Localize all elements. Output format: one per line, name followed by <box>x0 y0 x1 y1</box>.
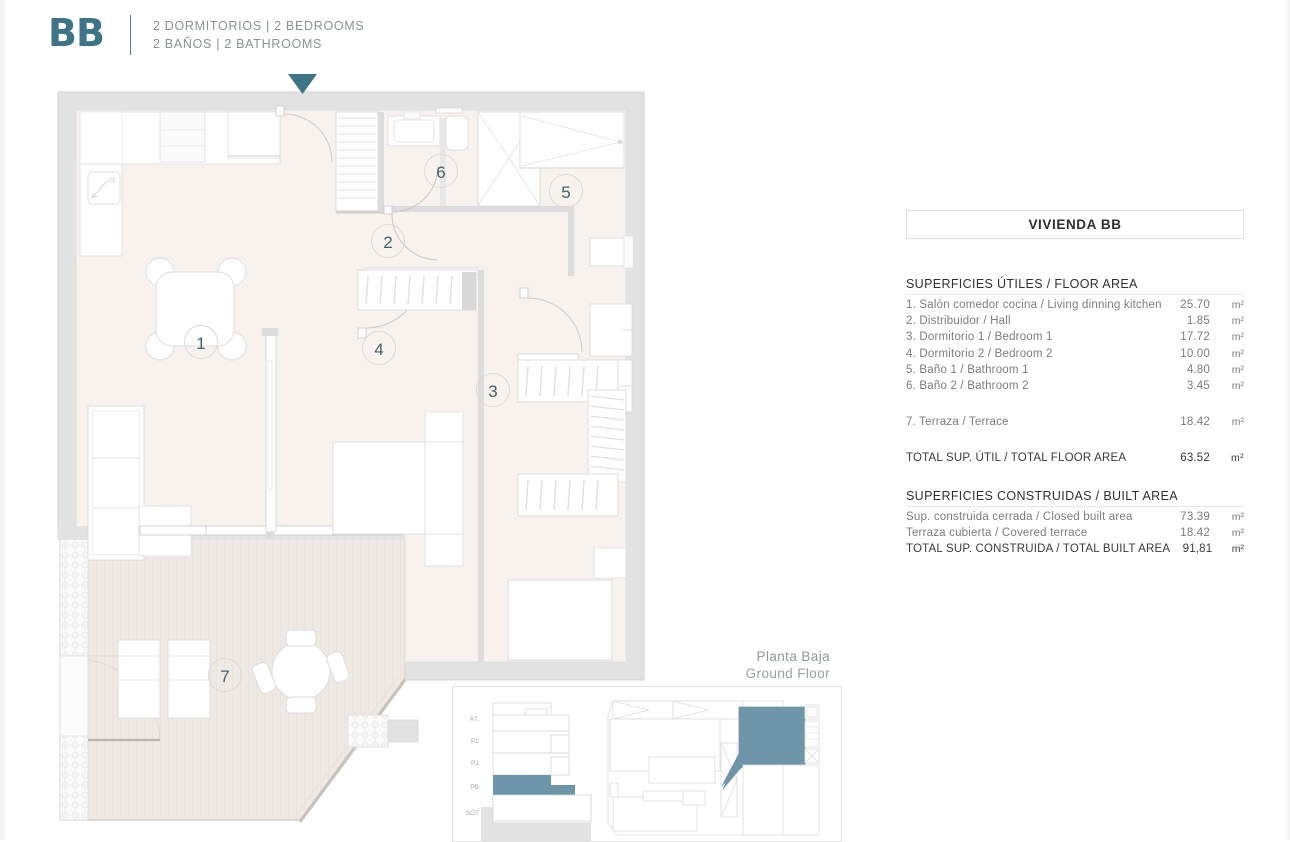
row-label: 2. Distribuidor / Hall <box>906 315 1011 328</box>
svg-text:6: 6 <box>436 163 445 182</box>
room-bedroom-1 <box>478 270 627 662</box>
svg-text:5: 5 <box>561 183 570 202</box>
row-value: 3.45 <box>1186 380 1210 393</box>
room-marker-2: 2 <box>371 224 405 258</box>
row-value: 18.42 <box>1180 526 1210 539</box>
svg-text:PB: PB <box>470 784 479 791</box>
row-unit: m² <box>1231 299 1244 311</box>
row-label: 1. Salón comedor cocina / Living dinning… <box>906 299 1162 311</box>
bathrooms-label: 2 BAÑOS | 2 BATHROOMS <box>152 37 323 51</box>
room-marker-6: 6 <box>424 154 458 188</box>
table-row: 6. Baño 2 / Bathroom 2 3.45 m² <box>906 378 1244 394</box>
table-row: Sup. construida cerrada / Closed built a… <box>906 509 1244 525</box>
key-map-section-elevation: ÁT. P2 P1 PB SÓT <box>466 702 592 841</box>
terrace-table-set <box>252 629 350 714</box>
floor-area-rows: 1. Salón comedor cocina / Living dinning… <box>906 297 1244 467</box>
header: BB 2 DORMITORIOS | 2 BEDROOMS 2 BAÑOS | … <box>48 14 364 55</box>
room-hall <box>335 111 583 362</box>
row-unit: m² <box>1231 452 1244 465</box>
room-marker-1: 1 <box>184 325 218 359</box>
row-value: 10.00 <box>1180 347 1210 360</box>
unit-type-logo: BB <box>48 11 105 55</box>
ground-floor-caption-es: Planta Baja <box>756 649 830 664</box>
row-label: Sup. construida cerrada / Closed built a… <box>906 510 1133 523</box>
row-value: 1.85 <box>1186 315 1210 328</box>
row-value: 63.52 <box>1180 452 1210 465</box>
row-unit: m² <box>1231 380 1244 393</box>
svg-text:3: 3 <box>488 382 497 401</box>
row-label: 4. Dormitorio 2 / Bedroom 2 <box>906 347 1053 360</box>
terrace-area <box>59 537 419 823</box>
svg-text:P2: P2 <box>471 738 479 745</box>
table-row-terrace: 7. Terraza / Terrace 18.42 m² <box>906 414 1244 430</box>
table-row-total-floor-area: TOTAL SUP. ÚTIL / TOTAL FLOOR AREA 63.52… <box>906 450 1244 466</box>
room-marker-7: 7 <box>208 658 242 692</box>
room-number-markers: 1 2 3 4 5 6 7 <box>184 154 583 692</box>
bedrooms-label: 2 DORMITORIOS | 2 BEDROOMS <box>152 19 365 33</box>
svg-text:SÓT: SÓT <box>466 808 479 817</box>
row-unit: m² <box>1231 363 1244 376</box>
entrance-door <box>275 105 333 163</box>
row-value: 73.39 <box>1180 510 1210 523</box>
svg-text:1: 1 <box>196 334 205 353</box>
built-area-rows: Sup. construida cerrada / Closed built a… <box>906 509 1244 558</box>
table-row: 1. Salón comedor cocina / Living dinning… <box>906 297 1244 313</box>
row-label: TOTAL SUP. CONSTRUIDA / TOTAL BUILT AREA <box>906 543 1171 556</box>
row-unit: m² <box>1231 543 1244 556</box>
row-label: 3. Dormitorio 1 / Bedroom 1 <box>906 331 1053 344</box>
specification-table: VIVIENDA BB SUPERFICIES ÚTILES / FLOOR A… <box>906 210 1244 557</box>
room-marker-5: 5 <box>549 174 583 208</box>
table-row: 4. Dormitorio 2 / Bedroom 2 10.00 m² <box>906 346 1244 362</box>
row-value: 91,81 <box>1182 543 1213 556</box>
floor-plan-drawing: 1 2 3 4 5 6 7 <box>0 60 700 840</box>
ground-floor-caption-en: Ground Floor <box>745 666 830 681</box>
row-unit: m² <box>1231 510 1244 523</box>
header-subtitle: 2 DORMITORIOS | 2 BEDROOMS 2 BAÑOS | 2 B… <box>153 14 365 53</box>
key-map: ÁT. P2 P1 PB SÓT <box>452 686 842 842</box>
table-row: 5. Baño 1 / Bathroom 1 4.80 m² <box>906 362 1244 378</box>
room-marker-3: 3 <box>476 373 510 407</box>
table-row: Terraza cubierta / Covered terrace 18.42… <box>906 525 1244 541</box>
svg-text:P1: P1 <box>471 760 479 767</box>
room-marker-4: 4 <box>362 331 396 365</box>
dining-table-set <box>145 257 247 361</box>
row-value: 4.80 <box>1186 363 1210 376</box>
row-label: 7. Terraza / Terrace <box>906 416 1009 429</box>
svg-text:7: 7 <box>220 667 229 686</box>
unit-title: VIVIENDA BB <box>906 210 1244 239</box>
section-floor-area-header: SUPERFICIES ÚTILES / FLOOR AREA <box>906 277 1244 295</box>
row-label: 6. Baño 2 / Bathroom 2 <box>906 380 1029 393</box>
key-map-site-plan <box>607 700 820 836</box>
header-divider <box>129 15 131 55</box>
row-label: TOTAL SUP. ÚTIL / TOTAL FLOOR AREA <box>906 452 1127 465</box>
room-bedroom-2 <box>262 269 477 567</box>
table-row: 3. Dormitorio 1 / Bedroom 1 17.72 m² <box>906 329 1244 345</box>
row-value: 17.72 <box>1180 331 1210 344</box>
section-built-area-header: SUPERFICIES CONSTRUIDAS / BUILT AREA <box>906 489 1244 507</box>
svg-text:2: 2 <box>383 233 392 252</box>
row-value: 25.70 <box>1180 299 1210 311</box>
north-arrow-icon <box>288 74 317 94</box>
row-unit: m² <box>1231 526 1244 539</box>
row-unit: m² <box>1231 347 1244 360</box>
row-value: 18.42 <box>1180 416 1210 429</box>
row-label: Terraza cubierta / Covered terrace <box>906 526 1088 539</box>
row-label: 5. Baño 1 / Bathroom 1 <box>906 363 1029 376</box>
table-row: 2. Distribuidor / Hall 1.85 m² <box>906 313 1244 329</box>
row-unit: m² <box>1231 331 1244 344</box>
ground-floor-caption: Planta Baja Ground Floor <box>746 648 830 682</box>
svg-text:4: 4 <box>374 340 383 359</box>
row-unit: m² <box>1231 416 1244 429</box>
table-row-total-built-area: TOTAL SUP. CONSTRUIDA / TOTAL BUILT AREA… <box>906 541 1244 557</box>
row-unit: m² <box>1231 315 1244 328</box>
svg-text:ÁT.: ÁT. <box>470 714 480 723</box>
